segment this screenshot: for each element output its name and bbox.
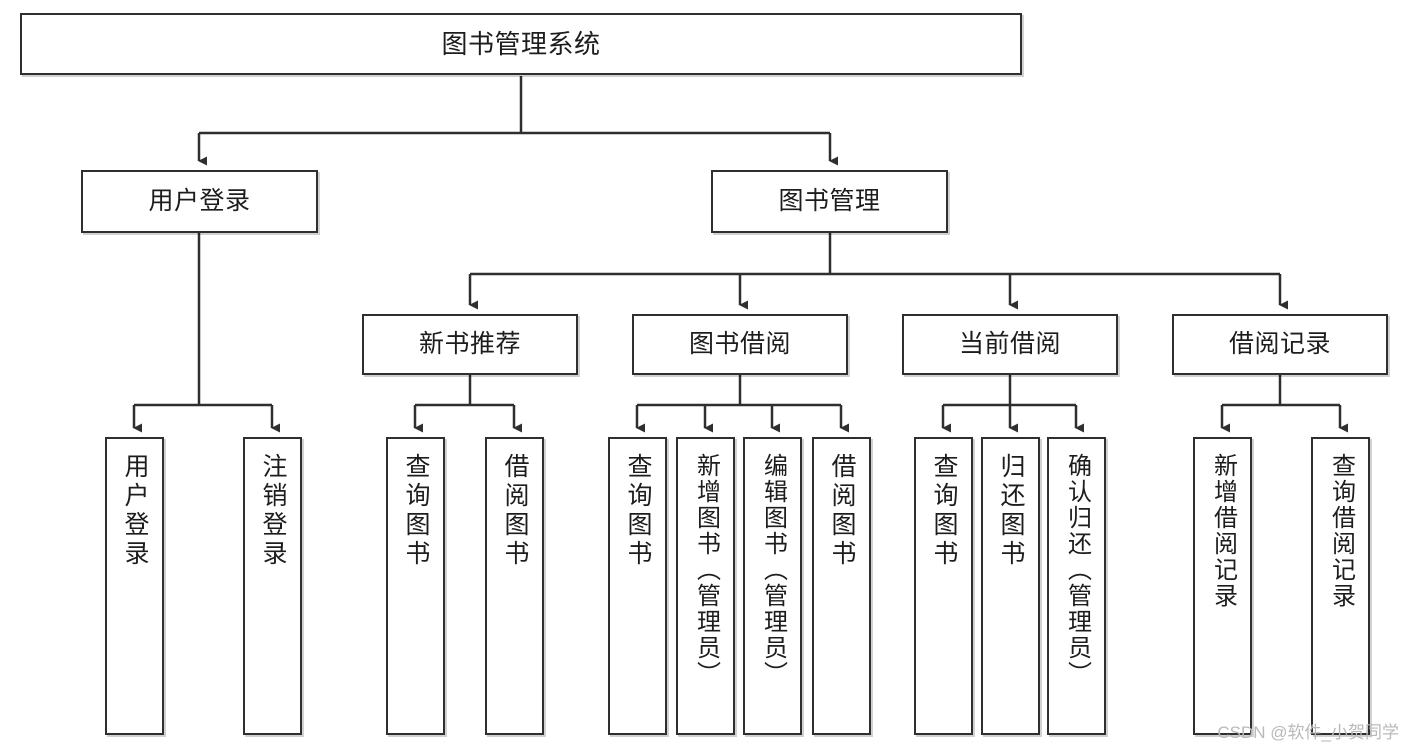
node-label: 用户登录	[121, 453, 149, 569]
node-label: 借阅图书	[501, 453, 529, 569]
node-label: 注销登录	[259, 453, 287, 569]
node-user-login[interactable]: 用户登录	[81, 170, 318, 233]
node-label: 查询图书	[402, 453, 430, 569]
leaf-query-book-borrow[interactable]: 查询图书	[608, 437, 667, 735]
node-book-borrow[interactable]: 图书借阅	[632, 314, 848, 375]
node-label: 查询图书	[930, 453, 958, 569]
node-book-management[interactable]: 图书管理	[711, 170, 948, 233]
node-label: 新增图书（管理员）	[692, 453, 720, 687]
node-label: 借阅记录	[1228, 329, 1331, 358]
node-root-system[interactable]: 图书管理系统	[20, 13, 1022, 75]
node-current-borrow[interactable]: 当前借阅	[902, 314, 1118, 375]
node-label: 编辑图书（管理员）	[759, 453, 787, 687]
leaf-query-borrow-record[interactable]: 查询借阅记录	[1311, 437, 1370, 735]
leaf-query-book-current[interactable]: 查询图书	[914, 437, 973, 735]
leaf-return-book[interactable]: 归还图书	[981, 437, 1040, 735]
node-label: 图书管理	[778, 186, 881, 215]
node-new-book-recommend[interactable]: 新书推荐	[362, 314, 578, 375]
node-label: 图书管理系统	[441, 28, 601, 59]
csdn-watermark: CSDN @软件_小贺同学	[1217, 723, 1399, 742]
node-label: 用户登录	[148, 186, 251, 215]
node-label: 新书推荐	[418, 329, 521, 358]
node-label: 查询借阅记录	[1327, 453, 1355, 609]
leaf-borrow-book-recommend[interactable]: 借阅图书	[485, 437, 544, 735]
node-label: 确认归还（管理员）	[1063, 453, 1091, 687]
leaf-add-borrow-record[interactable]: 新增借阅记录	[1193, 437, 1252, 735]
node-label: 借阅图书	[828, 453, 856, 569]
node-label: 新增借阅记录	[1209, 453, 1237, 609]
node-label: 图书借阅	[688, 329, 791, 358]
node-label: 当前借阅	[958, 329, 1061, 358]
leaf-edit-book-admin[interactable]: 编辑图书（管理员）	[743, 437, 802, 735]
node-borrow-record[interactable]: 借阅记录	[1172, 314, 1388, 375]
node-label: 归还图书	[997, 453, 1025, 569]
leaf-query-book-recommend[interactable]: 查询图书	[386, 437, 445, 735]
leaf-add-book-admin[interactable]: 新增图书（管理员）	[676, 437, 735, 735]
leaf-user-login[interactable]: 用户登录	[105, 437, 164, 735]
leaf-confirm-return-admin[interactable]: 确认归还（管理员）	[1047, 437, 1106, 735]
leaf-borrow-book[interactable]: 借阅图书	[812, 437, 871, 735]
leaf-logout[interactable]: 注销登录	[243, 437, 302, 735]
node-label: 查询图书	[624, 453, 652, 569]
